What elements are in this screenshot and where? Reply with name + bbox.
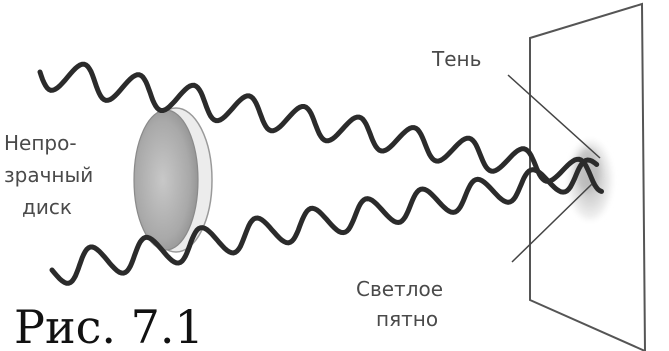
- bright-spot-label-line-1: Светлое: [356, 277, 443, 301]
- figure-caption: Рис. 7.1: [14, 300, 204, 351]
- disk-label-line-2: зрачный: [4, 163, 93, 187]
- disk-label-line-1: Непро-: [4, 131, 77, 155]
- bright-spot-label-line-2: пятно: [376, 307, 438, 331]
- disk-label-line-3: диск: [22, 195, 72, 219]
- shadow-label: Тень: [431, 47, 481, 71]
